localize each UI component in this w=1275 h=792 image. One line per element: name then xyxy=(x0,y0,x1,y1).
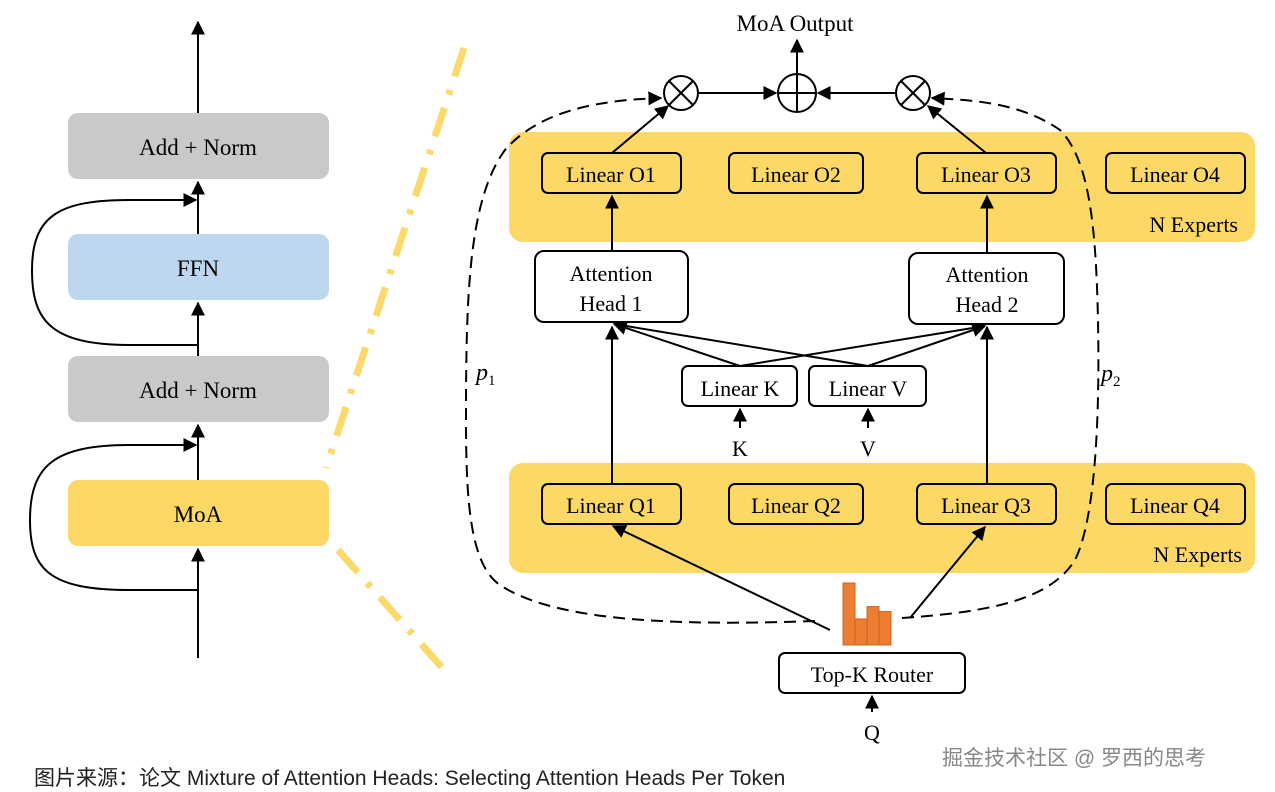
add-norm-bottom-block xyxy=(68,356,329,422)
linear-q2: Linear Q2 xyxy=(728,483,864,525)
router-to-q1-arrow xyxy=(611,525,831,631)
add-norm-top-label: Add + Norm xyxy=(139,135,257,160)
top-k-router: Top-K Router xyxy=(778,652,966,694)
p1-dashed-path xyxy=(464,91,816,624)
p2-dashed-path xyxy=(901,91,1100,619)
router-bar-2 xyxy=(854,618,868,646)
linear-q1: Linear Q1 xyxy=(541,483,682,525)
svg-text:Linear K: Linear K xyxy=(701,376,780,401)
transformer-stack: Add + Norm FFN Add + Norm MoA xyxy=(28,20,329,658)
svg-text:Linear Q4: Linear Q4 xyxy=(1130,493,1220,518)
multiply-node-1 xyxy=(663,75,699,111)
k-input-label: K xyxy=(732,436,748,461)
svg-text:Linear V: Linear V xyxy=(829,376,908,401)
attention-head-2: Attention Head 2 xyxy=(908,252,1065,325)
add-norm-bottom-label: Add + Norm xyxy=(139,378,257,403)
zoom-divider xyxy=(322,46,468,675)
figure-caption: 图片来源：论文 Mixture of Attention Heads: Sele… xyxy=(34,767,786,790)
svg-text:Linear Q3: Linear Q3 xyxy=(941,493,1031,518)
attention-head-1: Attention Head 1 xyxy=(534,250,689,323)
moa-detail: MoA Output Linear O1 Linear O2 xyxy=(464,11,1255,745)
ffn-label: FFN xyxy=(177,256,220,281)
moa-output-label: MoA Output xyxy=(737,11,855,36)
query-experts-label: N Experts xyxy=(1153,542,1242,567)
linear-o3: Linear O3 xyxy=(916,152,1057,194)
divider-lower-line xyxy=(335,547,449,675)
v-to-head2-arrow xyxy=(867,323,987,367)
linear-o2: Linear O2 xyxy=(728,152,864,194)
output-experts-label: N Experts xyxy=(1149,212,1238,237)
router-to-q3-arrow xyxy=(909,525,986,619)
linear-q3: Linear Q3 xyxy=(916,483,1057,525)
router-bar-3 xyxy=(866,606,880,646)
router-bar-1 xyxy=(842,582,856,646)
ffn-block xyxy=(68,234,329,300)
moa-label: MoA xyxy=(174,502,223,527)
sum-node xyxy=(777,73,817,113)
o3-to-mul2-arrow xyxy=(926,105,987,154)
svg-text:Linear Q1: Linear Q1 xyxy=(566,493,656,518)
query-experts-band xyxy=(509,463,1255,573)
linear-k: Linear K xyxy=(681,365,798,407)
svg-text:Linear O4: Linear O4 xyxy=(1130,162,1220,187)
divider-upper-line xyxy=(322,46,468,470)
svg-text:Linear O2: Linear O2 xyxy=(751,162,841,187)
svg-text:Head 2: Head 2 xyxy=(956,292,1019,317)
k-to-head2-line xyxy=(739,325,986,367)
moa-block xyxy=(68,480,329,546)
svg-text:Linear O1: Linear O1 xyxy=(566,162,656,187)
watermark: 掘金技术社区 @ 罗西的思考 xyxy=(942,747,1206,770)
k-to-head1-arrow xyxy=(612,321,741,367)
linear-q4: Linear Q4 xyxy=(1105,483,1246,525)
router-distribution-icon xyxy=(842,582,892,646)
multiply-node-2 xyxy=(895,75,931,111)
output-experts-band xyxy=(509,132,1255,242)
router-bar-4 xyxy=(878,611,892,646)
svg-text:Linear Q2: Linear Q2 xyxy=(751,493,841,518)
v-input-label: V xyxy=(860,436,876,461)
linear-o1: Linear O1 xyxy=(541,152,682,194)
p2-label: p2 xyxy=(1099,361,1121,390)
v-to-head1-line xyxy=(613,323,869,367)
svg-text:Attention: Attention xyxy=(945,262,1028,287)
o1-to-mul1-arrow xyxy=(611,105,670,154)
ffn-residual-arrow xyxy=(30,193,198,346)
p1-label: p1 xyxy=(474,360,496,389)
svg-text:Top-K Router: Top-K Router xyxy=(811,662,934,687)
svg-text:Attention: Attention xyxy=(569,261,652,286)
q-input-label: Q xyxy=(864,720,880,745)
linear-o4: Linear O4 xyxy=(1105,152,1246,194)
add-norm-top-block xyxy=(68,113,329,179)
svg-text:Head 1: Head 1 xyxy=(580,291,643,316)
linear-v: Linear V xyxy=(808,365,927,407)
svg-text:Linear O3: Linear O3 xyxy=(941,162,1031,187)
moa-residual-arrow xyxy=(28,438,198,591)
